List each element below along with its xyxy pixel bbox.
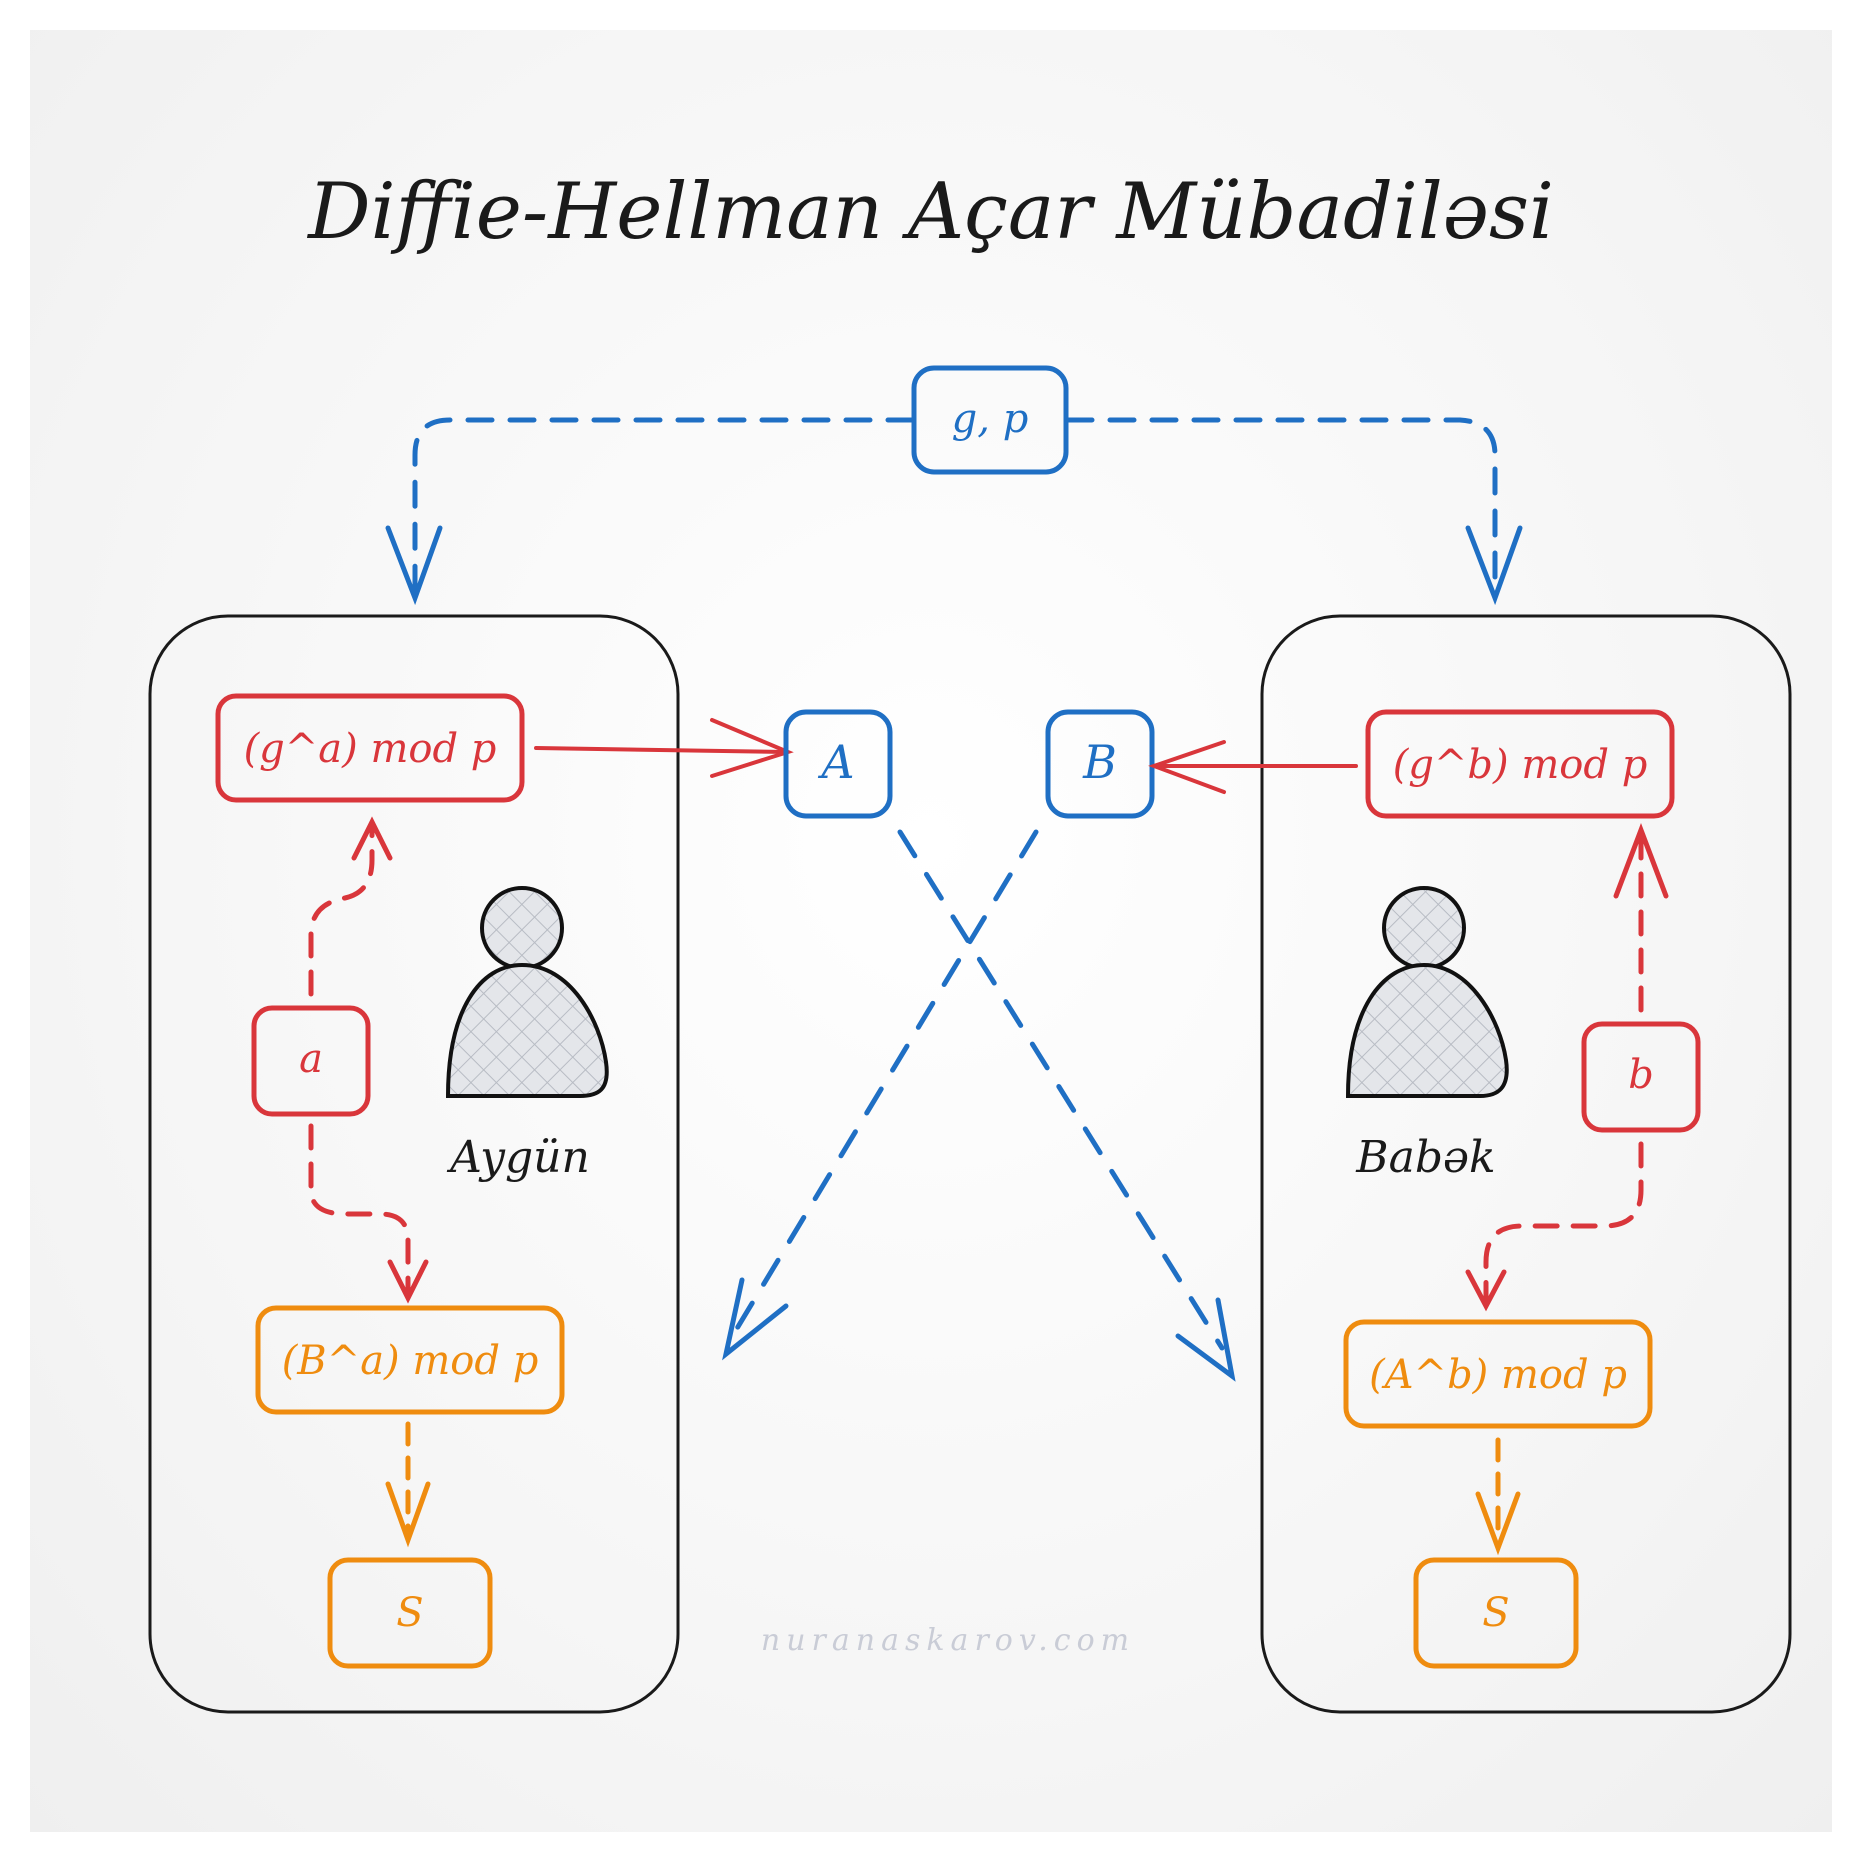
shared-params-label: g, p — [952, 396, 1029, 442]
babek-shared-secret-label: S — [1482, 1590, 1509, 1636]
diagram-title: Diffie-Hellman Açar Mübadiləsi — [306, 167, 1554, 257]
shared-params-arrowheads — [385, 525, 1523, 606]
aygun-send-arrow — [534, 718, 794, 778]
aygun-private-to-public-arrow — [308, 816, 393, 997]
babek-secret-calc-box — [1343, 1319, 1653, 1429]
babek-send-arrow — [1148, 740, 1358, 794]
exchange-arrows — [727, 829, 1225, 1351]
shared-params-box — [911, 365, 1069, 475]
babek-secret-arrow — [1475, 1437, 1521, 1556]
babek-public-calc-box — [1365, 709, 1675, 819]
public-value-b-box — [1045, 709, 1155, 819]
babek-shared-secret-box — [1413, 1557, 1579, 1669]
babek-private-to-public-arrow — [1613, 822, 1669, 1013]
aygun-container — [148, 614, 680, 1714]
aygun-name: Aygün — [446, 1132, 590, 1183]
aygun-shared-secret-label: S — [396, 1590, 423, 1636]
shared-params-arrows — [412, 417, 1498, 595]
aygun-private-key-label: a — [299, 1036, 323, 1082]
aygun-secret-arrow — [385, 1421, 431, 1548]
babek-person-icon — [1345, 886, 1509, 1098]
babek-public-calc-label: (g^b) mod p — [1393, 742, 1648, 788]
babek-secret-calc-label: (A^b) mod p — [1369, 1352, 1627, 1398]
public-value-a-label: A — [817, 735, 854, 789]
exchange-arrowheads — [722, 1277, 1236, 1382]
aygun-secret-calc-box — [255, 1305, 565, 1415]
public-value-b-label: B — [1082, 735, 1117, 789]
babek-name: Babək — [1355, 1132, 1495, 1183]
aygun-private-key-box — [251, 1005, 371, 1117]
diagram-canvas — [30, 30, 1832, 1832]
babek-private-key-box — [1581, 1021, 1701, 1133]
aygun-secret-calc-label: (B^a) mod p — [282, 1338, 539, 1384]
aygun-shared-secret-box — [327, 1557, 493, 1669]
aygun-private-to-secret-arrow — [308, 1123, 429, 1304]
aygun-public-calc-label: (g^a) mod p — [244, 726, 497, 772]
babek-private-to-secret-arrow — [1465, 1141, 1644, 1312]
aygun-public-calc-box — [215, 693, 525, 803]
watermark: nuranaskarov.com — [761, 1623, 1135, 1658]
babek-container — [1260, 614, 1792, 1714]
babek-private-key-label: b — [1628, 1052, 1654, 1098]
public-value-a-box — [783, 709, 893, 819]
aygun-person-icon — [445, 886, 609, 1098]
